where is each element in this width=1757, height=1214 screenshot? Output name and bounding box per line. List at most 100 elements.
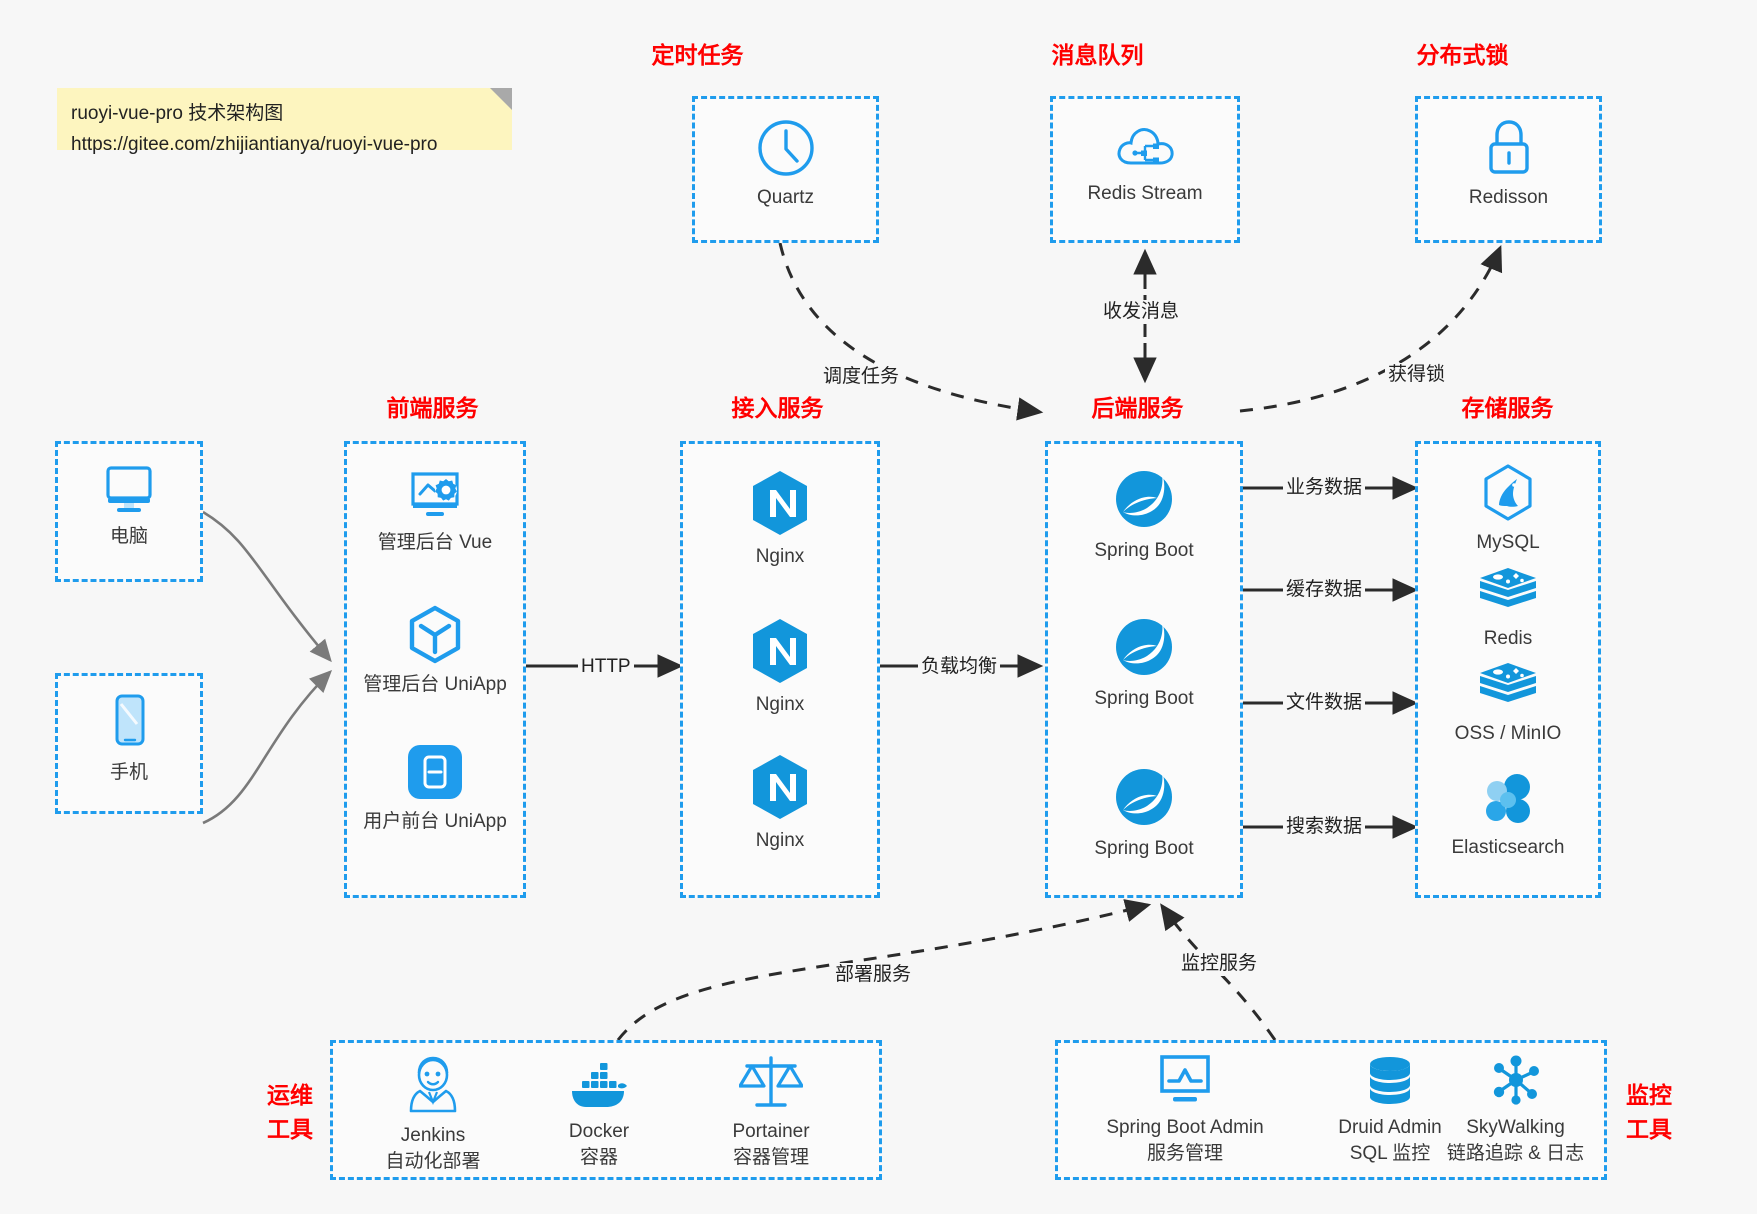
node-label: Quartz [756, 187, 815, 208]
node-label: Elasticsearch [1451, 837, 1565, 858]
node-mysql[interactable]: MySQL [1418, 462, 1598, 556]
node-druid-admin[interactable]: Druid Admin SQL 监控 [1310, 1053, 1470, 1167]
node-jenkins[interactable]: Jenkins 自动化部署 [353, 1055, 513, 1175]
node-redisson[interactable]: Redisson [1418, 117, 1599, 211]
node-spring-boot-admin[interactable]: Spring Boot Admin 服务管理 [1070, 1053, 1300, 1167]
node-label: 管理后台 UniApp [363, 674, 507, 695]
node-label: SkyWalking [1466, 1117, 1565, 1138]
clock-icon [755, 117, 817, 179]
node-label: Redisson [1468, 187, 1549, 208]
group-frontend: 管理后台 Vue 管理后台 UniApp 用户前台 UniApp [344, 441, 526, 898]
node-nginx-3[interactable]: Nginx [683, 752, 877, 854]
node-sublabel: 容器 [579, 1147, 618, 1168]
node-label: Portainer [732, 1121, 810, 1142]
node-nginx-1[interactable]: Nginx [683, 468, 877, 570]
node-docker[interactable]: Docker 容器 [519, 1055, 679, 1171]
nginx-icon [747, 616, 813, 686]
edge-label-deploy-service: 部署服务 [832, 963, 915, 987]
group-scheduler: Quartz [692, 96, 879, 243]
node-label: Nginx [755, 546, 805, 567]
cloud-network-icon [1113, 119, 1177, 175]
mysql-icon [1477, 462, 1539, 524]
node-label: Docker [568, 1121, 630, 1142]
node-label: Spring Boot [1094, 838, 1194, 859]
group-title-monitor-line2: 工具 [1626, 1116, 1672, 1142]
group-title-scheduler: 定时任务 [651, 42, 744, 68]
node-skywalking[interactable]: SkyWalking 链路追踪 & 日志 [1428, 1053, 1603, 1167]
smartphone-icon [105, 692, 153, 754]
node-label: Nginx [755, 830, 805, 851]
node-user-uniapp[interactable]: 用户前台 UniApp [347, 741, 523, 835]
group-lock: Redisson [1415, 96, 1602, 243]
edge-label-search-data: 搜索数据 [1283, 815, 1366, 839]
node-sublabel: 自动化部署 [385, 1151, 481, 1172]
lock-icon [1479, 117, 1539, 179]
node-elasticsearch[interactable]: Elasticsearch [1418, 771, 1598, 861]
network-nodes-icon [1487, 1053, 1545, 1109]
node-label: 电脑 [109, 526, 148, 547]
edge-label-load-balance: 负载均衡 [918, 655, 1001, 679]
monitor-gear-icon [404, 468, 466, 524]
edge-label-http: HTTP [578, 655, 634, 679]
group-devops: Jenkins 自动化部署 [330, 1040, 882, 1180]
edge-label-acquire-lock: 获得锁 [1385, 363, 1449, 387]
group-client-mobile: 手机 [55, 673, 203, 814]
node-admin-uniapp[interactable]: 管理后台 UniApp [347, 604, 523, 698]
nginx-icon [747, 468, 813, 538]
node-springboot-1[interactable]: Spring Boot [1048, 466, 1240, 564]
node-springboot-3[interactable]: Spring Boot [1048, 764, 1240, 862]
node-label: 用户前台 UniApp [363, 811, 507, 832]
node-quartz[interactable]: Quartz [695, 117, 876, 211]
node-label: Nginx [755, 694, 805, 715]
node-label: Spring Boot [1094, 688, 1194, 709]
hexagon-cube-icon [404, 604, 466, 666]
note-title: ruoyi-vue-pro 技术架构图 [71, 103, 284, 124]
node-label: 手机 [109, 762, 148, 783]
node-label: Spring Boot Admin [1106, 1117, 1264, 1138]
node-label: MySQL [1476, 532, 1540, 553]
edge-label-schedule-task: 调度任务 [820, 365, 903, 389]
nginx-icon [747, 752, 813, 822]
node-sublabel: 容器管理 [732, 1147, 809, 1168]
node-label: Jenkins [400, 1125, 466, 1146]
group-title-devops-line2: 工具 [267, 1116, 313, 1142]
group-title-backend: 后端服务 [1091, 395, 1184, 421]
node-label: Redis Stream [1087, 183, 1203, 204]
node-label: Redis [1483, 628, 1533, 649]
node-sublabel: 服务管理 [1146, 1143, 1223, 1164]
edge-label-monitor-service: 监控服务 [1178, 952, 1261, 976]
group-title-lock: 分布式锁 [1416, 42, 1509, 68]
group-monitor: Spring Boot Admin 服务管理 Druid Admin SQL 监… [1055, 1040, 1607, 1180]
monitor-chart-icon [1155, 1053, 1215, 1109]
node-sublabel: SQL 监控 [1349, 1143, 1431, 1164]
node-portainer[interactable]: Portainer 容器管理 [685, 1053, 857, 1171]
group-mq: Redis Stream [1050, 96, 1240, 243]
node-label: 管理后台 Vue [377, 532, 493, 553]
group-title-gateway: 接入服务 [731, 395, 824, 421]
node-nginx-2[interactable]: Nginx [683, 616, 877, 718]
database-icon [1362, 1053, 1418, 1109]
node-label: Spring Boot [1094, 540, 1194, 561]
group-title-mq: 消息队列 [1051, 42, 1144, 68]
node-admin-vue[interactable]: 管理后台 Vue [347, 468, 523, 556]
group-title-devops: 运维 工具 [255, 1078, 325, 1146]
node-springboot-2[interactable]: Spring Boot [1048, 614, 1240, 712]
spring-boot-icon [1111, 764, 1177, 830]
group-title-monitor-line1: 监控 [1626, 1082, 1672, 1108]
node-oss-minio[interactable]: OSS / MinIO [1418, 657, 1598, 747]
group-title-frontend: 前端服务 [386, 395, 479, 421]
group-storage: MySQL Redis [1415, 441, 1601, 898]
edge-label-file-data: 文件数据 [1283, 691, 1366, 715]
docker-icon [566, 1055, 632, 1113]
diagram-note: ruoyi-vue-pro 技术架构图 https://gitee.com/zh… [57, 88, 512, 155]
node-redis-stream[interactable]: Redis Stream [1053, 119, 1237, 207]
node-pc[interactable]: 电脑 [58, 462, 200, 550]
group-title-storage: 存储服务 [1461, 395, 1554, 421]
node-redis[interactable]: Redis [1418, 562, 1598, 652]
scales-icon [738, 1053, 804, 1113]
node-mobile[interactable]: 手机 [58, 692, 200, 786]
spring-boot-icon [1111, 614, 1177, 680]
note-url: https://gitee.com/zhijiantianya/ruoyi-vu… [71, 134, 438, 155]
edge-label-business-data: 业务数据 [1283, 476, 1366, 500]
group-title-monitor: 监控 工具 [1614, 1078, 1684, 1146]
